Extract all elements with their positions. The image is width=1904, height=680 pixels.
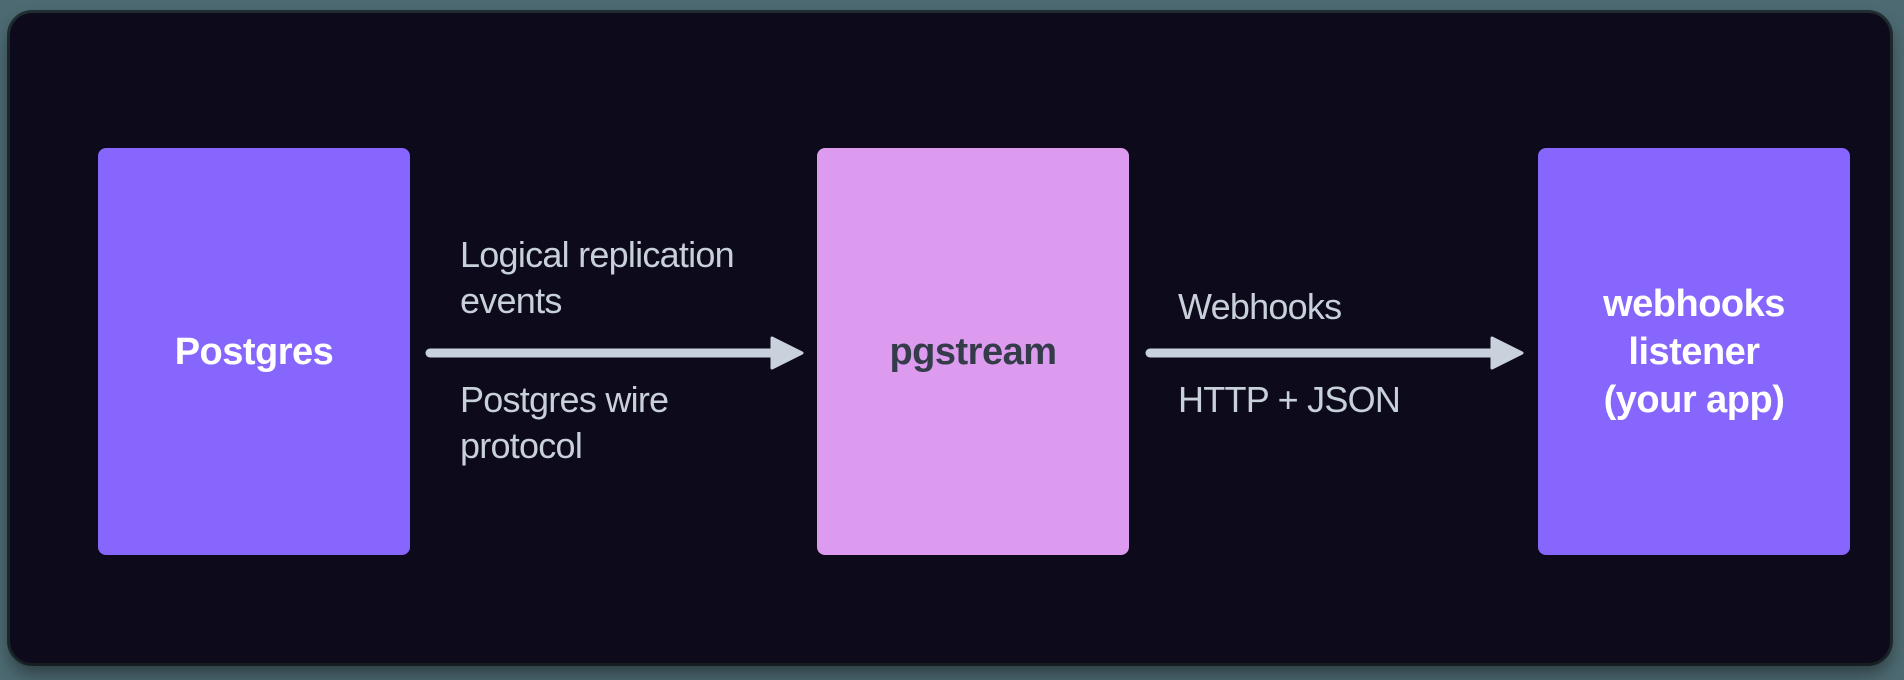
- edge2-top-label-line-1: Webhooks: [1178, 286, 1342, 327]
- edge2-bottom-label: HTTP + JSON: [1178, 377, 1401, 423]
- webhooks-listener-label-line-1: webhooks: [1603, 282, 1785, 325]
- edge1-bottom-label-line-1: Postgres wire: [460, 379, 669, 420]
- edge2-top-label: Webhooks: [1178, 284, 1342, 330]
- edge1-top-label-line-1: Logical replication: [460, 234, 735, 275]
- edge1-top-label: Logical replication events: [460, 232, 735, 324]
- pgstream-node: pgstream: [817, 148, 1129, 555]
- webhooks-listener-label-line-3: (your app): [1603, 378, 1785, 421]
- right-arrow-icon: [425, 336, 804, 370]
- right-arrow-icon: [1145, 336, 1524, 370]
- edge1-top-label-line-2: events: [460, 280, 562, 321]
- pgstream-node-label: pgstream: [889, 330, 1057, 373]
- webhooks-listener-label-line-2: listener: [1628, 330, 1760, 373]
- edge1-bottom-label: Postgres wire protocol: [460, 377, 669, 469]
- webhooks-listener-node: webhooks listener (your app): [1538, 148, 1850, 555]
- edge2-bottom-label-line-1: HTTP + JSON: [1178, 379, 1401, 420]
- postgres-node: Postgres: [98, 148, 410, 555]
- postgres-node-label: Postgres: [174, 330, 334, 373]
- edge1-bottom-label-line-2: protocol: [460, 425, 583, 466]
- diagram-panel: Postgres pgstream webhooks listener (you…: [10, 13, 1890, 663]
